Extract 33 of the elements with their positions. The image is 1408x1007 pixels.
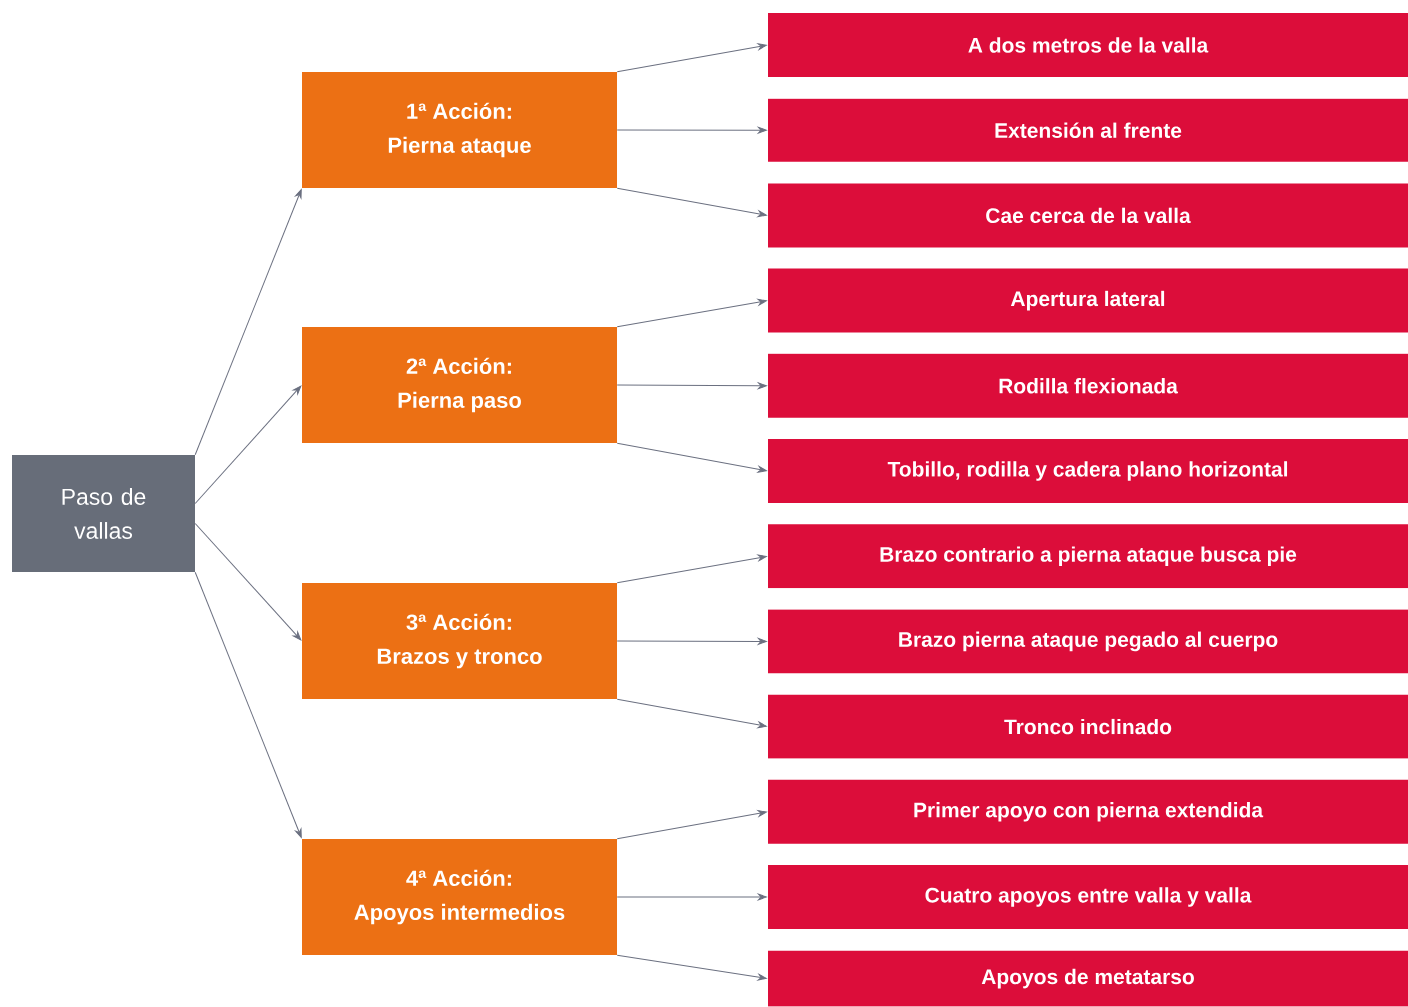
- step-box: A dos metros de la valla: [768, 13, 1408, 77]
- step-box: Brazo contrario a pierna ataque busca pie: [768, 524, 1408, 589]
- arrow: [616, 810, 767, 840]
- root-box: Paso de vallas: [12, 455, 195, 572]
- step-box: Rodilla flexionada: [768, 353, 1408, 418]
- arrow: [616, 554, 767, 584]
- arrow: [194, 385, 302, 504]
- arrow: [194, 523, 302, 641]
- step-box: Apertura lateral: [768, 268, 1408, 333]
- step-box: Brazo pierna ataque pegado al cuerpo: [768, 609, 1408, 674]
- step-box: Cae cerca de la valla: [768, 183, 1408, 248]
- arrow: [616, 43, 767, 73]
- step-box: Tronco inclinado: [768, 694, 1408, 759]
- arrow: [616, 126, 767, 134]
- step-box: Apoyos de metatarso: [768, 950, 1408, 1007]
- action-box: 3ª Acción: Brazos y tronco: [302, 583, 617, 699]
- arrow: [616, 638, 767, 645]
- step-box: Primer apoyo con pierna extendida: [768, 779, 1408, 844]
- arrow: [194, 189, 302, 456]
- arrow: [616, 382, 767, 390]
- arrow: [616, 893, 767, 901]
- arrow: [194, 571, 302, 838]
- step-box: Cuatro apoyos entre valla y valla: [768, 865, 1408, 929]
- arrow: [616, 698, 767, 729]
- step-box: Tobillo, rodilla y cadera plano horizontal: [768, 439, 1408, 503]
- arrow: [616, 187, 767, 218]
- step-box: Extensión al frente: [768, 98, 1408, 162]
- arrow: [616, 442, 767, 473]
- action-box: 2ª Acción: Pierna paso: [302, 327, 617, 443]
- arrow: [616, 298, 767, 328]
- action-box: 1ª Acción: Pierna ataque: [302, 72, 617, 188]
- action-box: 4ª Acción: Apoyos intermedios: [302, 839, 617, 955]
- arrow: [616, 954, 767, 981]
